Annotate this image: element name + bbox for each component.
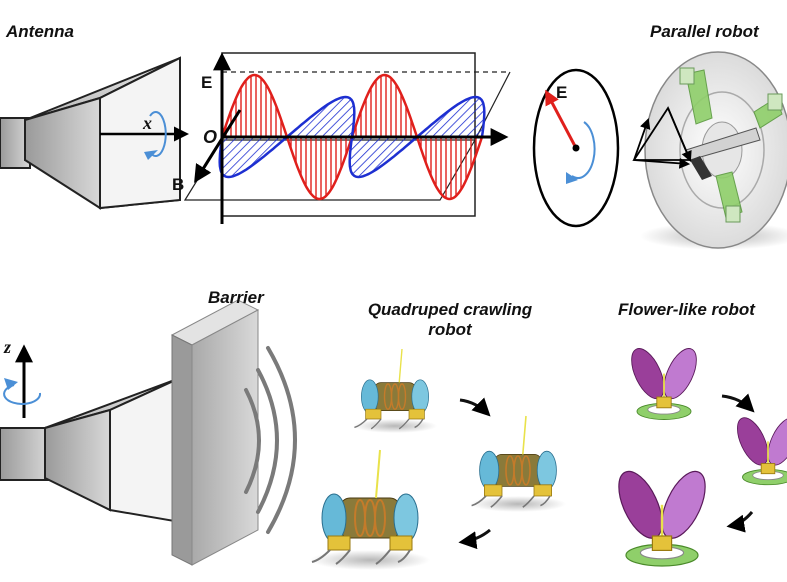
wave-diagram <box>183 52 511 224</box>
flower-robot-2 <box>730 412 787 486</box>
horn-antenna-bottom <box>0 344 181 524</box>
horn-antenna-top <box>0 56 189 210</box>
parallel-robot-label: Parallel robot <box>650 22 759 41</box>
quadruped-label-line1: Quadruped crawling <box>367 300 533 319</box>
quadruped-robot-1 <box>352 348 438 434</box>
barrier-label: Barrier <box>208 288 264 307</box>
flower-robot-3 <box>608 463 716 568</box>
z-axis-label: z <box>4 337 12 357</box>
barrier-plate <box>170 299 260 566</box>
antenna-label: Antenna <box>6 22 74 41</box>
sequence-arrows <box>458 393 755 550</box>
flower-robot-label: Flower-like robot <box>618 300 755 319</box>
quadruped-robot-3 <box>309 449 431 571</box>
signal-waves <box>244 346 297 534</box>
x-axis-label: x <box>143 113 152 133</box>
wave-origin-label: O <box>203 127 218 147</box>
flower-robot-1 <box>624 342 704 421</box>
wave-b-axis-label: B <box>172 175 185 194</box>
quadruped-robot-2 <box>469 415 567 513</box>
polarization-e-label: E <box>556 83 568 102</box>
polarization-ellipse <box>532 68 620 228</box>
wave-e-axis-label: E <box>201 73 213 92</box>
quadruped-label-line2: robot <box>428 320 472 339</box>
quadruped-robot-label: Quadruped crawling robot <box>360 300 540 340</box>
parallel-robot-illustration <box>632 51 787 250</box>
